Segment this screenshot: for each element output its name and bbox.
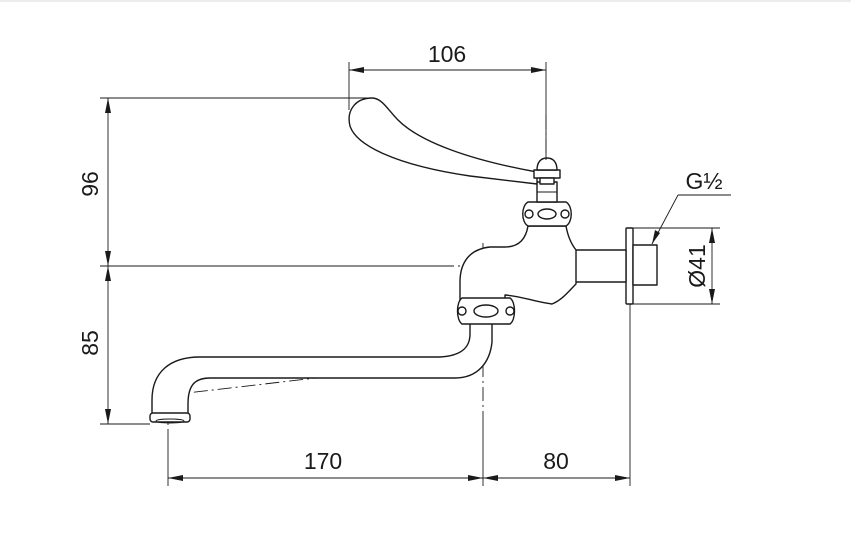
wall-flange bbox=[625, 227, 634, 305]
dimension-lines bbox=[100, 62, 731, 486]
handle-cap bbox=[533, 169, 561, 179]
dim-spout-drop: 85 bbox=[77, 330, 103, 356]
faucet-body bbox=[149, 97, 658, 424]
dim-spout-reach: 170 bbox=[304, 448, 342, 474]
lever-handle bbox=[348, 97, 538, 185]
thread-connector bbox=[632, 244, 658, 286]
dim-flange-diameter: Ø41 bbox=[684, 244, 710, 287]
dim-handle-reach: 106 bbox=[428, 41, 466, 67]
inlet-pipe bbox=[569, 249, 627, 283]
dim-wall-offset: 80 bbox=[543, 448, 569, 474]
spout-pipe bbox=[151, 317, 493, 419]
swivel-hole bbox=[473, 304, 499, 318]
dim-handle-height: 96 bbox=[77, 171, 103, 197]
valve-body bbox=[459, 225, 577, 305]
dim-thread-size: G½ bbox=[685, 168, 722, 194]
bonnet-hole bbox=[537, 208, 557, 220]
